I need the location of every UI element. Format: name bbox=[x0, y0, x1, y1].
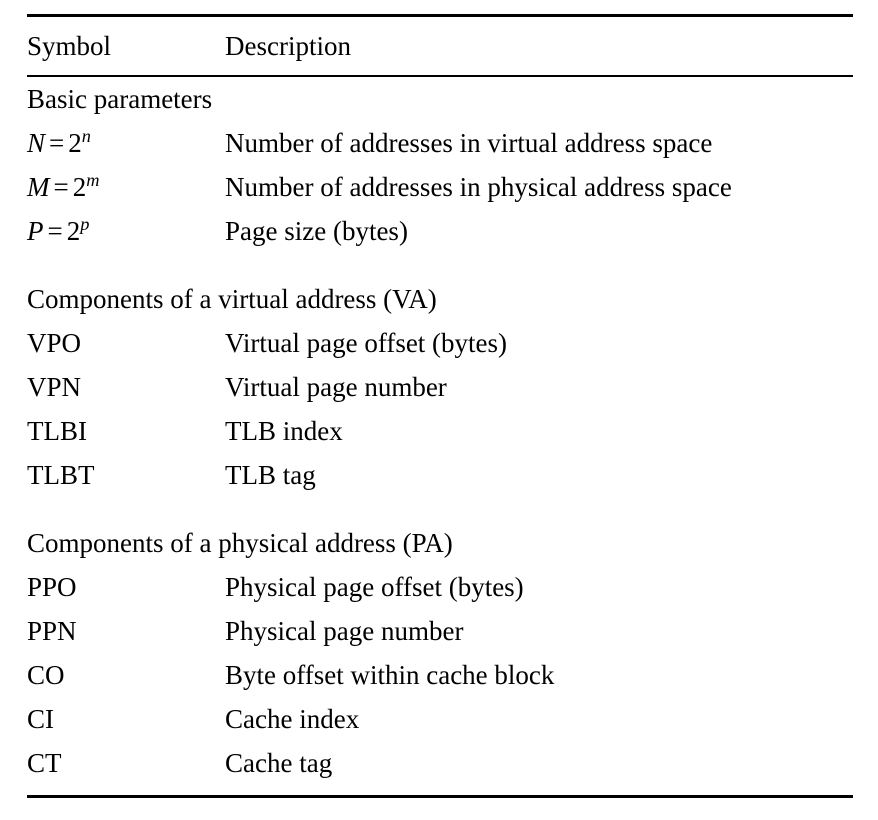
table-row: TLBI TLB index bbox=[27, 409, 853, 453]
math-operator: = bbox=[47, 216, 63, 246]
table-row: VPN Virtual page number bbox=[27, 365, 853, 409]
table-row: PPO Physical page offset (bytes) bbox=[27, 565, 853, 609]
table-row: N=2n Number of addresses in virtual addr… bbox=[27, 121, 853, 165]
description-cell: Virtual page number bbox=[225, 372, 447, 402]
description-cell: Physical page offset (bytes) bbox=[225, 572, 524, 602]
symbol-cell: P=2p bbox=[27, 209, 225, 253]
description-cell: TLB tag bbox=[225, 460, 316, 490]
section-heading-virtual-address: Components of a virtual address (VA) bbox=[27, 253, 853, 321]
description-cell: Page size (bytes) bbox=[225, 216, 408, 246]
math-variable: M bbox=[27, 172, 50, 202]
symbol-cell: PPO bbox=[27, 572, 77, 602]
section-heading-physical-address: Components of a physical address (PA) bbox=[27, 497, 853, 565]
table-row: PPN Physical page number bbox=[27, 609, 853, 653]
symbol-cell: CI bbox=[27, 704, 54, 734]
math-operator: = bbox=[53, 172, 69, 202]
math-exponent: p bbox=[80, 214, 90, 234]
symbols-table: Symbol Description Basic parameters N=2n… bbox=[27, 14, 853, 798]
description-cell: Physical page number bbox=[225, 616, 464, 646]
math-variable: P bbox=[27, 216, 44, 246]
table-row: VPO Virtual page offset (bytes) bbox=[27, 321, 853, 365]
description-cell: Byte offset within cache block bbox=[225, 660, 555, 690]
table-row: CI Cache index bbox=[27, 697, 853, 741]
symbol-cell: TLBT bbox=[27, 460, 95, 490]
symbol-cell: VPN bbox=[27, 372, 82, 402]
description-cell: Cache index bbox=[225, 704, 360, 734]
math-exponent: m bbox=[86, 170, 100, 190]
table-row: TLBT TLB tag bbox=[27, 453, 853, 497]
table-row: CO Byte offset within cache block bbox=[27, 653, 853, 697]
table-row: P=2p Page size (bytes) bbox=[27, 209, 853, 253]
symbol-cell: CT bbox=[27, 748, 62, 778]
table-row: M=2m Number of addresses in physical add… bbox=[27, 165, 853, 209]
symbol-cell: CO bbox=[27, 660, 65, 690]
section-heading-label: Basic parameters bbox=[27, 84, 213, 114]
math-variable: N bbox=[27, 128, 46, 158]
table-header-row: Symbol Description bbox=[27, 17, 853, 75]
description-cell: Virtual page offset (bytes) bbox=[225, 328, 508, 358]
symbol-cell: TLBI bbox=[27, 416, 87, 446]
description-cell: Cache tag bbox=[225, 748, 333, 778]
description-cell: Number of addresses in physical address … bbox=[225, 172, 732, 202]
symbol-cell: VPO bbox=[27, 328, 82, 358]
table-top-rule bbox=[27, 14, 853, 17]
math-base: 2 bbox=[68, 128, 82, 158]
math-base: 2 bbox=[66, 216, 81, 246]
column-header-symbol: Symbol bbox=[27, 31, 112, 61]
math-operator: = bbox=[49, 128, 65, 158]
table-bottom-rule bbox=[27, 795, 853, 798]
math-exponent: n bbox=[81, 126, 91, 146]
symbol-cell: PPN bbox=[27, 616, 77, 646]
section-heading-label: Components of a physical address (PA) bbox=[27, 528, 453, 558]
symbol-cell: M=2m bbox=[27, 165, 225, 209]
table-header-rule bbox=[27, 75, 853, 77]
table-row: CT Cache tag bbox=[27, 741, 853, 785]
column-header-description: Description bbox=[225, 31, 351, 61]
description-cell: Number of addresses in virtual address s… bbox=[225, 128, 713, 158]
symbol-cell: N=2n bbox=[27, 121, 225, 165]
description-cell: TLB index bbox=[225, 416, 343, 446]
table-bottom-spacer bbox=[27, 785, 853, 795]
section-heading-label: Components of a virtual address (VA) bbox=[27, 284, 437, 314]
section-heading-basic-parameters: Basic parameters bbox=[27, 77, 853, 121]
math-base: 2 bbox=[72, 172, 87, 202]
